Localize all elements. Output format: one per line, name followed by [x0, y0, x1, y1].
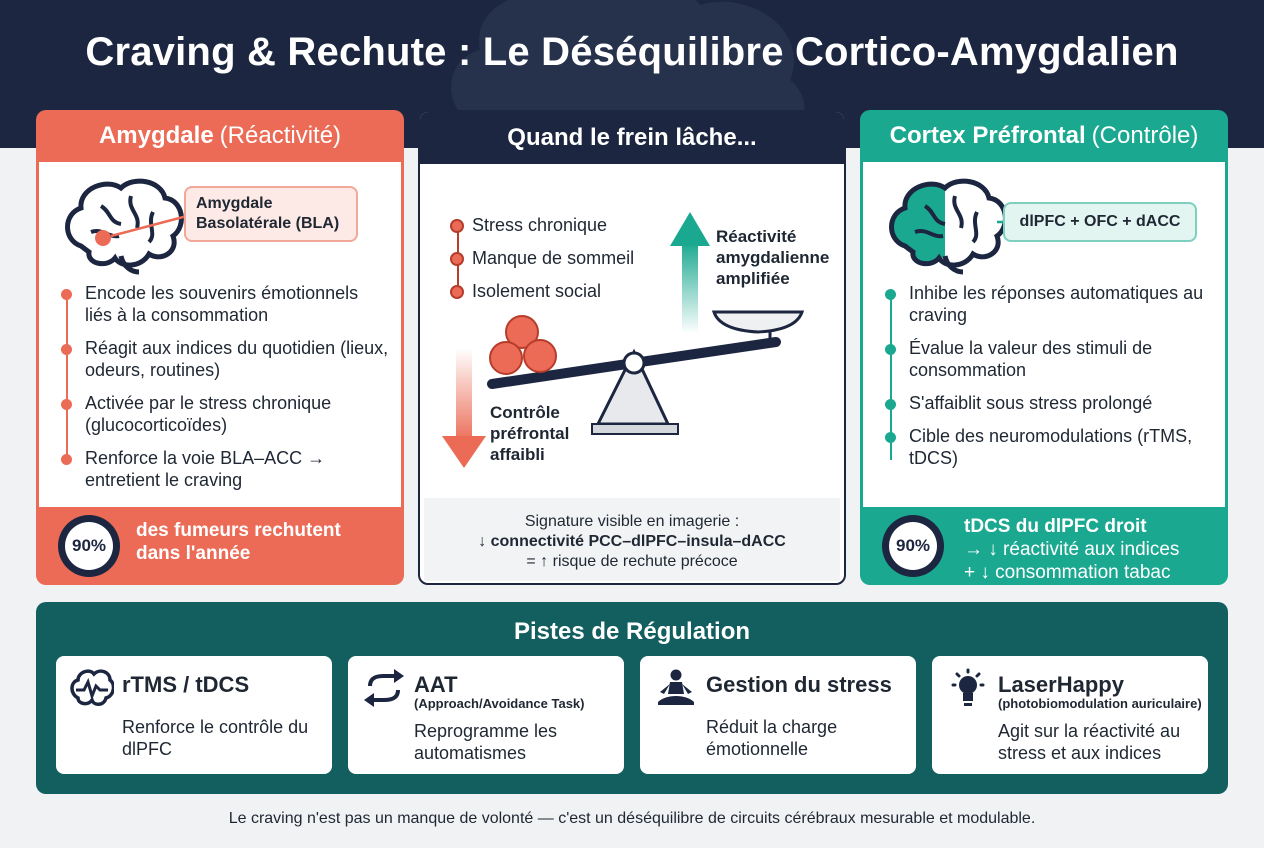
brain-pulse-icon	[70, 669, 114, 706]
amygdala-stat: 90% des fumeurs rechutent dans l'année	[36, 507, 404, 585]
regulation-card-rtms: rTMS / tDCS Renforce le contrôle du dlPF…	[56, 656, 332, 774]
regulation-card-laserhappy: LaserHappy (photobiomodulation auriculai…	[932, 656, 1208, 774]
lightbulb-icon	[951, 668, 985, 706]
relapse-stat-text: des fumeurs rechutent dans l'année	[136, 520, 341, 564]
list-item: Manque de sommeil	[450, 247, 634, 269]
laserhappy-subtitle: (photobiomodulation auriculaire)	[998, 696, 1202, 711]
prefrontal-subtitle: (Contrôle)	[1091, 122, 1199, 149]
balance-scale-illustration	[442, 212, 805, 468]
page-title: Craving & Rechute : Le Déséquilibre Cort…	[85, 30, 1179, 74]
list-item: Inhibe les réponses automatiques au crav…	[883, 282, 1213, 326]
regulation-section: Pistes de Régulation rTMS / tDCS Renforc…	[36, 602, 1228, 794]
prefrontal-regions-tag: dlPFC + OFC + dACC	[1003, 202, 1197, 242]
regulation-title: Pistes de Régulation	[513, 618, 751, 645]
stress-title: Gestion du stress	[706, 672, 892, 697]
laserhappy-title: LaserHappy	[998, 672, 1124, 697]
weakened-control-label: Contrôle préfrontal affaibli	[490, 403, 570, 464]
aat-desc: Reprogramme les automatismes	[414, 721, 558, 763]
list-item: Isolement social	[450, 280, 634, 302]
regulation-card-stress: Gestion du stress Réduit la charge émoti…	[640, 656, 916, 774]
amygdala-subtitle: (Réactivité)	[219, 122, 342, 149]
amygdala-panel-body: Amygdale Basolatérale (BLA) Encode les s…	[39, 162, 401, 507]
amygdala-list-line	[66, 290, 68, 460]
list-item: Cible des neuromodulations (rTMS, tDCS)	[883, 425, 1213, 469]
rtms-desc: Renforce le contrôle du dlPFC	[122, 717, 309, 759]
tdcs-gauge: 90%	[882, 515, 944, 577]
brain-watermark-icon	[451, 0, 805, 142]
tdcs-stat-line-2: → ↓ réactivité aux indices	[964, 539, 1180, 560]
imaging-signature: Signature visible en imagerie : ↓ connec…	[424, 498, 840, 581]
signature-line-2: ↓ connectivité PCC–dlPFC–insula–dACC	[478, 533, 786, 550]
prefrontal-list-line	[890, 290, 892, 460]
rtms-title: rTMS / tDCS	[122, 672, 250, 697]
tdcs-gauge-value: 90%	[889, 522, 937, 570]
laserhappy-desc: Agit sur la réactivité au stress et aux …	[998, 721, 1181, 763]
prefrontal-panel-body: dlPFC + OFC + dACC Inhibe les réponses a…	[863, 162, 1225, 507]
list-item: Stress chronique	[450, 214, 634, 236]
prefrontal-panel: Cortex Préfrontal (Contrôle) dlPFC + OFC…	[860, 110, 1228, 585]
stress-factors-list: Stress chronique Manque de sommeil Isole…	[450, 214, 634, 313]
aat-subtitle: (Approach/Avoidance Task)	[414, 696, 585, 711]
amygdala-list: Encode les souvenirs émotionnels liés à …	[59, 282, 389, 502]
stress-desc: Réduit la charge émotionnelle	[706, 717, 838, 759]
relapse-gauge-value: 90%	[65, 522, 113, 570]
up-arrow-icon	[670, 212, 710, 334]
prefrontal-panel-header: Cortex Préfrontal (Contrôle)	[860, 110, 1228, 162]
amygdala-panel: Amygdale (Réactivité) Amygdale Basolatér…	[36, 110, 404, 585]
tdcs-stat-title: tDCS du dlPFC droit	[964, 516, 1147, 537]
list-item: Renforce la voie BLA–ACC → entretient le…	[59, 447, 389, 491]
down-arrow-icon	[442, 348, 486, 468]
prefrontal-list: Inhibe les réponses automatiques au crav…	[883, 282, 1213, 480]
list-item: S'affaiblit sous stress prolongé	[883, 392, 1213, 414]
balance-panel-header: Quand le frein lâche...	[420, 112, 844, 164]
prefrontal-title: Cortex Préfrontal	[889, 122, 1086, 149]
list-item: Réagit aux indices du quotidien (lieux, …	[59, 337, 389, 381]
amplified-reactivity-label: Réactivité amygdalienne amplifiée	[716, 227, 830, 288]
brain-prefrontal-icon	[889, 178, 1015, 275]
tdcs-stat-line-3: + ↓ consommation tabac	[964, 562, 1171, 583]
prefrontal-stat: 90% tDCS du dlPFC droit → ↓ réactivité a…	[860, 507, 1228, 585]
list-item: Encode les souvenirs émotionnels liés à …	[59, 282, 389, 326]
cycle-arrows-icon	[364, 669, 404, 707]
signature-line-3: = ↑ risque de rechute précoce	[526, 553, 738, 570]
footer-note: Le craving n'est pas un manque de volont…	[228, 810, 1036, 827]
amygdala-panel-header: Amygdale (Réactivité)	[36, 110, 404, 162]
list-item: Évalue la valeur des stimuli de consomma…	[883, 337, 1213, 381]
signature-line-1: Signature visible en imagerie :	[524, 513, 740, 530]
balance-panel: Quand le frein lâche... Stress chronique…	[418, 110, 846, 585]
meditation-icon	[658, 669, 694, 705]
brain-amygdala-icon	[65, 178, 188, 275]
regulation-card-aat: AAT (Approach/Avoidance Task) Reprogramm…	[348, 656, 624, 774]
aat-title: AAT	[414, 672, 458, 697]
list-item: Activée par le stress chronique (glucoco…	[59, 392, 389, 436]
amygdala-title: Amygdale	[98, 122, 214, 149]
amygdala-bla-tag: Amygdale Basolatérale (BLA)	[184, 186, 358, 242]
relapse-gauge: 90%	[58, 515, 120, 577]
